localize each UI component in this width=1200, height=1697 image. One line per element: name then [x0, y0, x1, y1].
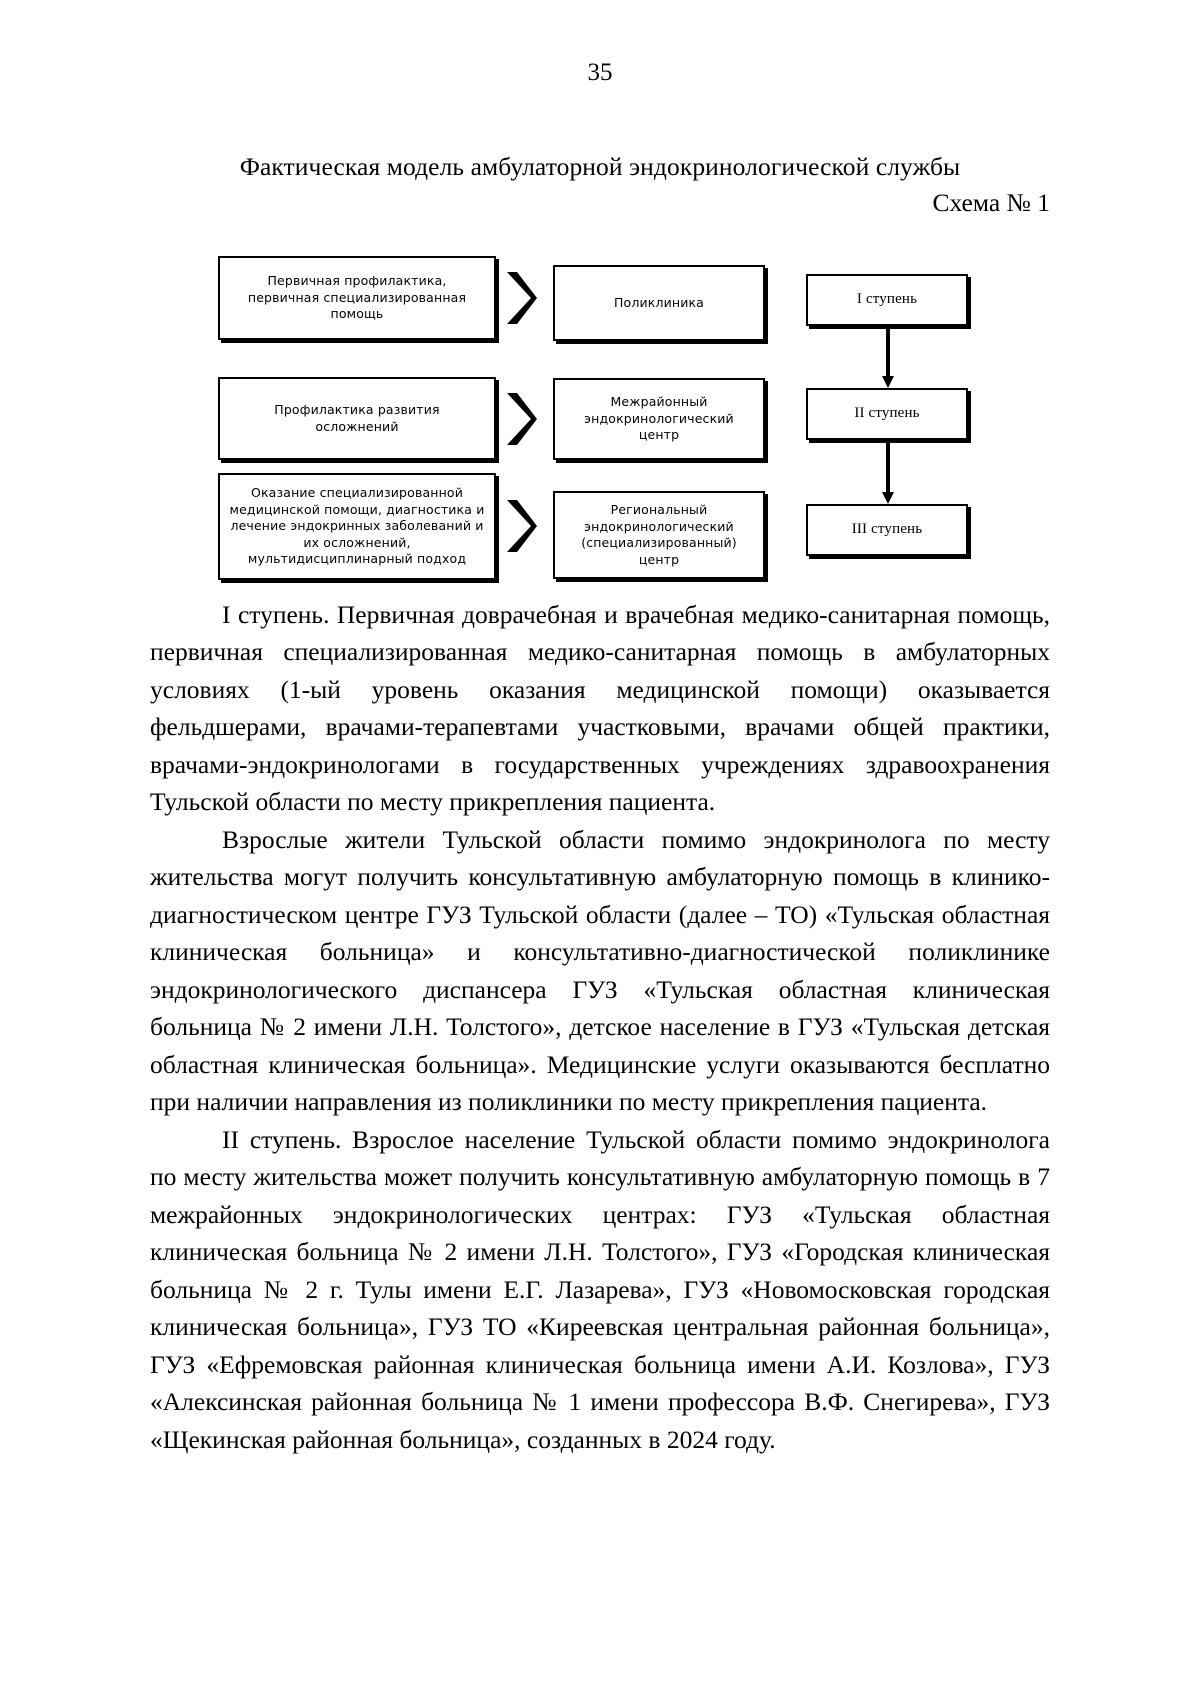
box-line: помощь	[330, 306, 384, 322]
page-number: 35	[587, 59, 613, 86]
box-line: эндокринологический	[584, 518, 734, 534]
box-line: первичная специализированная	[247, 289, 467, 305]
box-line: Первичная профилактика,	[267, 273, 447, 289]
arrow-head	[882, 376, 894, 388]
chevron-right-icon	[505, 391, 539, 447]
arrow-down-icon	[882, 326, 894, 388]
stage-label: III ступень	[851, 521, 923, 538]
arrow-shaft	[886, 326, 890, 378]
arrow-down-icon	[882, 440, 894, 504]
box-line: (специализированный)	[581, 535, 737, 550]
paragraph-stage-1: I ступень. Первичная доврачебная и враче…	[150, 600, 1050, 817]
box-line: их осложнений,	[303, 534, 411, 550]
stage-label: II ступень	[854, 405, 920, 422]
diagram-box-interdistrict-center: Межрайонный эндокринологический центр	[553, 378, 765, 460]
box-line: осложнений	[315, 418, 399, 434]
box-line: Оказание специализированной	[250, 485, 463, 501]
arrow-head	[882, 492, 894, 504]
paragraph-stage-2: II ступень. Взрослое население Тульской …	[150, 1124, 1050, 1454]
box-line: Поликлиника	[614, 294, 704, 310]
box-line: центр	[638, 427, 680, 443]
diagram-flowchart: Первичная профилактика, первичная специа…	[0, 250, 1200, 595]
chevron-right-icon	[505, 270, 539, 326]
page-title: Фактическая модель амбулаторной эндокрин…	[239, 152, 961, 181]
box-line: эндокринологический	[584, 410, 734, 426]
body-text: I ступень. Первичная доврачебная и враче…	[150, 596, 1050, 1458]
diagram-box-polyclinic: Поликлиника	[553, 265, 765, 341]
box-line: лечение эндокринных заболеваний и	[230, 518, 484, 534]
diagram-box-regional-center: Региональный эндокринологический (специа…	[553, 491, 765, 579]
diagram-box-complication-prevention: Профилактика развития осложнений	[218, 377, 496, 460]
box-line: Региональный	[610, 502, 708, 517]
diagram-box-stage-3: III ступень	[806, 504, 968, 556]
scheme-label: Схема № 1	[932, 188, 1050, 217]
box-line: Межрайонный	[610, 394, 708, 410]
arrow-shaft	[886, 440, 890, 494]
diagram-box-specialized-care: Оказание специализированной медицинской …	[218, 473, 496, 580]
box-line: медицинской помощи, диагностика и	[229, 501, 485, 517]
paragraph-adult-residents: Взрослые жители Тульской области помимо …	[150, 824, 1050, 1117]
diagram-box-primary-prevention: Первичная профилактика, первичная специа…	[218, 256, 496, 340]
diagram-box-stage-1: I ступень	[806, 274, 968, 326]
stage-label: I ступень	[856, 291, 918, 308]
chevron-right-icon	[505, 498, 539, 554]
box-line: Профилактика развития	[274, 402, 440, 417]
diagram-box-stage-2: II ступень	[806, 388, 968, 440]
box-line: мультидисциплинарный подход	[247, 551, 467, 567]
box-line: центр	[638, 551, 680, 567]
